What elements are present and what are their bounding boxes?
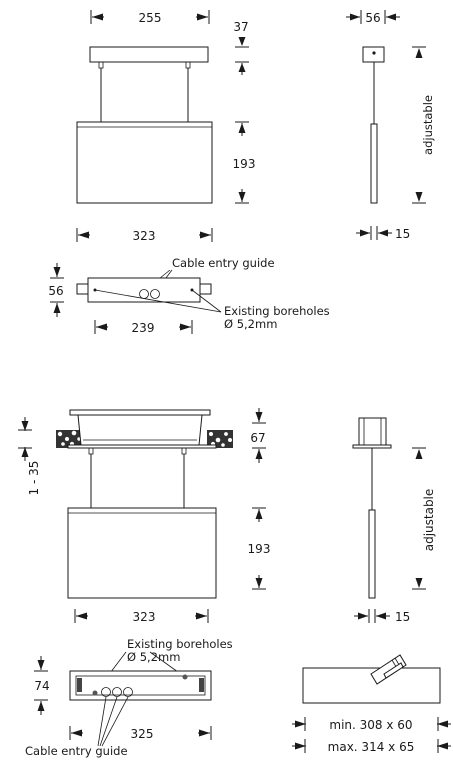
recessed-mount-side-view: adjustable 15: [352, 417, 436, 624]
canopy-width-value: 255: [139, 11, 162, 25]
base-depth-value-bottom: 74: [34, 679, 49, 693]
side-width-value: 56: [365, 11, 380, 25]
recessed-base-plate: [69, 670, 212, 701]
sign-panel-recessed: [67, 507, 217, 599]
recessed-housing-body: [77, 414, 203, 446]
surface-base-plan-view: Cable entry guide 56 Existing boreholes …: [48, 256, 329, 335]
borehole-spacing-value: 239: [132, 321, 155, 335]
cable-entry-label-bottom: Cable entry guide: [25, 744, 128, 758]
mount-range-value: 1 - 35: [27, 461, 41, 496]
side-suspension-label-recessed: adjustable: [422, 489, 436, 552]
sign-panel: [76, 121, 213, 204]
housing-height-value: 67: [250, 431, 265, 445]
sign-height-dimension: 193: [233, 121, 256, 204]
recessed-base-plan-view: Existing boreholes Ø 5,2mm 74: [25, 637, 233, 758]
sign-width-dimension: 323: [76, 228, 213, 243]
surface-base-plate: [87, 277, 201, 303]
side-depth-value: 15: [395, 227, 410, 241]
sign-width-value-recessed: 323: [133, 610, 156, 624]
sign-height-value-recessed: 193: [248, 542, 271, 556]
ceiling-section-left: [56, 430, 82, 448]
boreholes-label-top: Existing boreholes: [224, 304, 330, 318]
surface-mount-side-view: 56 adjustable 15: [346, 10, 435, 241]
cable-entry-label-top: Cable entry guide: [172, 256, 275, 270]
sign-height-value: 193: [233, 157, 256, 171]
canopy-height-dimension: 37: [233, 20, 249, 75]
recessed-mount-front-view: 1 - 35: [18, 408, 451, 758]
base-width-value-bottom: 325: [131, 727, 154, 741]
cutout-max-value: max. 314 x 65: [328, 740, 415, 754]
boreholes-size-top: Ø 5,2mm: [224, 317, 277, 331]
surface-mount-front-view: 255 37 193: [48, 10, 435, 335]
canopy-height-value: 37: [233, 20, 248, 34]
canopy-width-dimension: 255: [90, 10, 210, 25]
ceiling-cutout-detail: min. 308 x 60 max. 314 x 65: [292, 654, 451, 754]
side-suspension-label: adjustable: [421, 95, 435, 155]
side-recessed-housing: [358, 417, 387, 446]
ceiling-canopy: [89, 46, 209, 63]
side-sign-profile: [370, 123, 378, 204]
boreholes-size-bottom: Ø 5,2mm: [127, 650, 180, 664]
base-depth-value: 56: [48, 284, 63, 298]
side-sign-profile-recessed: [368, 509, 376, 599]
recessed-housing-flange: [69, 409, 211, 416]
sign-width-value: 323: [133, 229, 156, 243]
cutout-min-value: min. 308 x 60: [329, 718, 412, 732]
side-depth-value-recessed: 15: [395, 610, 410, 624]
boreholes-label-bottom: Existing boreholes: [127, 637, 233, 651]
